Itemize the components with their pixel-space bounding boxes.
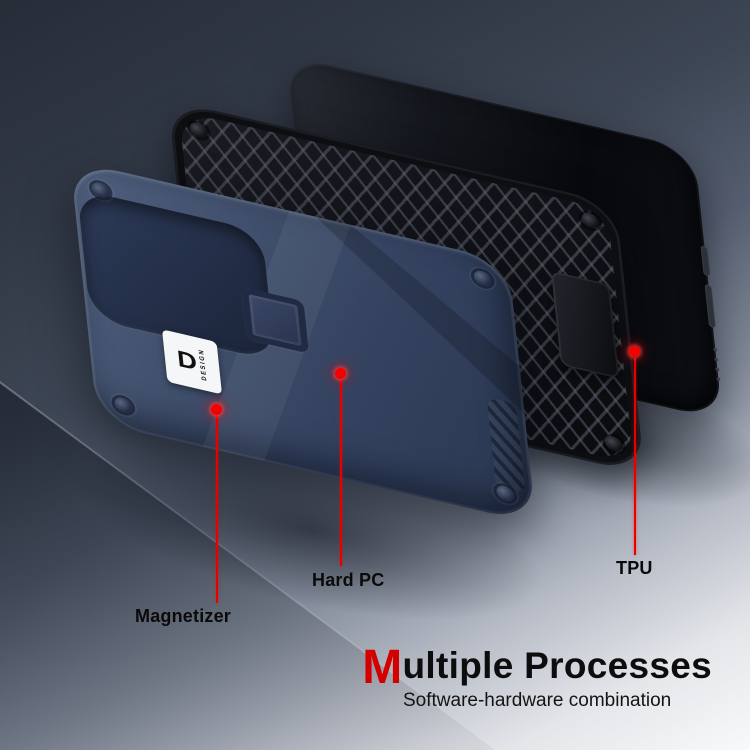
title-multiple-processes: Multiple Processes <box>362 644 712 692</box>
speaker-hole <box>715 367 720 372</box>
magnetizer-label: Magnetizer <box>135 606 232 626</box>
case-corner-screw <box>113 395 133 415</box>
brand-logo-text: DESIGN <box>198 347 209 382</box>
title-subtitle: Software-hardware combination <box>402 690 672 712</box>
hard-pc-callout-dot <box>335 368 346 379</box>
tpu-label: TPU <box>616 558 653 578</box>
title-highlight-letter: M <box>362 641 403 694</box>
speaker-hole <box>714 357 719 362</box>
hard-pc-pointer-line <box>340 380 342 566</box>
tpu-callout-dot <box>629 346 640 357</box>
marketing-title-block: Multiple Processes Software-hardware com… <box>362 644 712 712</box>
magnetizer-callout-dot <box>211 404 222 415</box>
speaker-hole <box>716 377 721 382</box>
case-corner-screw <box>473 269 493 288</box>
tpu-pointer-line <box>634 358 636 555</box>
brand-logo-letter: D <box>175 345 199 376</box>
title-rest: ultiple Processes <box>402 645 712 686</box>
speaker-hole <box>713 347 718 352</box>
anti-slip-grip-texture <box>486 397 526 495</box>
magnetizer-pointer-line <box>216 415 218 603</box>
hard-pc-label: Hard PC <box>312 570 385 590</box>
